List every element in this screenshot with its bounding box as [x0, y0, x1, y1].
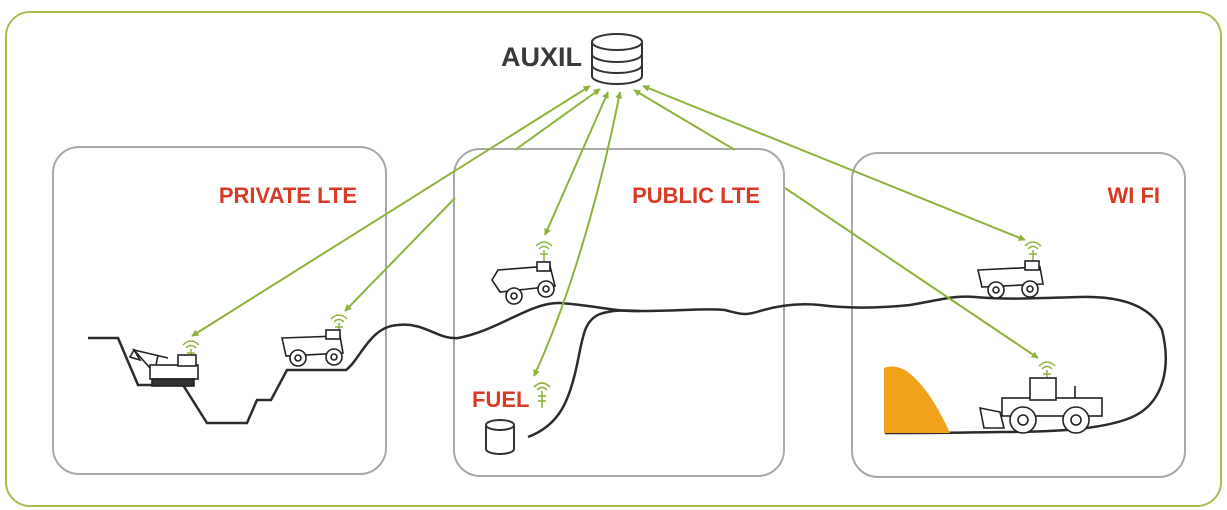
- fuel-signal-icon: [533, 382, 551, 408]
- arrow-private-truck-hub: [344, 197, 456, 312]
- excavator-icon: [128, 348, 199, 387]
- ore-stockpile: [884, 366, 950, 433]
- zone-label-private-lte: PRIVATE LTE: [219, 183, 357, 208]
- zone-label-public-lte: PUBLIC LTE: [632, 183, 760, 208]
- haul-truck-icon-wifi: [977, 260, 1044, 299]
- wheel-loader-icon: [978, 377, 1103, 434]
- fuel-road-line: [527, 309, 641, 439]
- database-icon: [591, 33, 643, 85]
- fuel-label: FUEL: [472, 387, 529, 412]
- zone-label-wifi: WI FI: [1107, 183, 1160, 208]
- arrow-public-truck-hub: [544, 91, 609, 236]
- arrow-excavator-hub: [191, 85, 591, 337]
- arrow-fuel-hub: [533, 91, 623, 377]
- signal-icon-truck-public: [535, 241, 553, 261]
- fuel-tank-icon: [485, 419, 515, 455]
- haul-truck-icon-public: [491, 261, 556, 305]
- arrow-wifi-zone-hub: [633, 89, 736, 151]
- arrow-public-to-loader: [784, 187, 1039, 359]
- terrain-line: [88, 295, 1167, 435]
- connection-arrows: [191, 85, 1039, 377]
- signal-icon-truck-wifi: [1024, 241, 1042, 261]
- outer-frame: [5, 11, 1222, 507]
- hub-label: AUXIL: [501, 42, 582, 72]
- arrow-wifi-truck-hub: [642, 85, 1026, 241]
- haul-truck-icon-private: [281, 329, 344, 367]
